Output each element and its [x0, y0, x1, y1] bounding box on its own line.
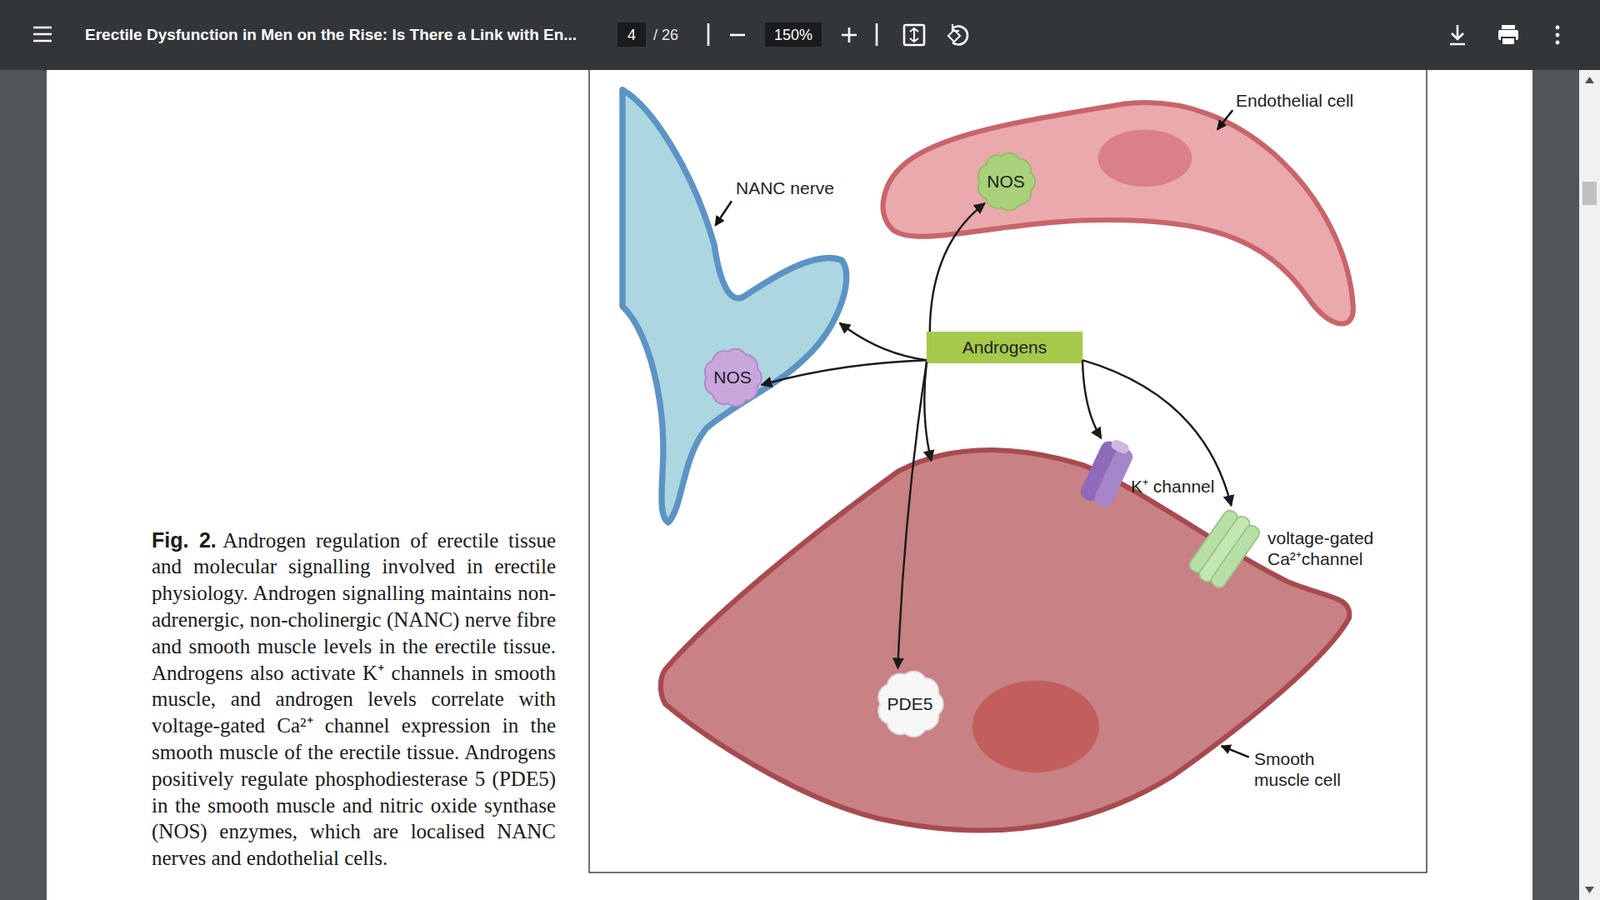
toolbar [0, 0, 1600, 70]
nos-enzyme: NOS [975, 150, 1037, 213]
page-number: 4 [617, 27, 646, 43]
part-label: Smooth muscle cell [1254, 748, 1353, 790]
page-box [617, 22, 646, 47]
node-label: PDE5 [887, 693, 934, 715]
page-count: / 26 [653, 27, 679, 43]
nerve-cell: NANC nerveNOS [612, 86, 855, 533]
part-label: K⁺ channel [1130, 475, 1215, 497]
arrow-connector [1082, 360, 1232, 506]
endothelial-cell: Endothelial cellNOS [875, 83, 1375, 332]
scroll-thumb [1582, 181, 1597, 205]
part-label: NANC nerve [735, 177, 835, 199]
figure-number: Fig. 2. [151, 528, 217, 552]
pdf-page [46, 70, 1533, 900]
arrow-connector [761, 360, 927, 385]
arrow-connector [840, 323, 927, 361]
figure-caption: Androgen regulation of erectile tissue a… [151, 529, 556, 870]
process-box: Androgens [926, 331, 1083, 364]
scrollbar [1579, 70, 1600, 900]
nos-enzyme: NOS [701, 346, 764, 409]
zoom-box [765, 22, 822, 47]
calcium-channel: voltage-gated Ca²⁺channel [1187, 504, 1396, 588]
endothelial-cell-shape [875, 83, 1375, 332]
toolbar-icons [33, 23, 1465, 46]
arrow-connector [924, 361, 931, 461]
arrow-connector [897, 361, 927, 669]
figure-caption-block: Fig. 2.Androgen regulation of erectile t… [151, 527, 556, 872]
zoom-level: 150% [765, 27, 822, 43]
pde5-enzyme: PDE5 [874, 668, 946, 740]
potassium-channel-shape [1075, 433, 1230, 517]
part-label: Endothelial cell [1235, 90, 1354, 111]
document-title: Erectile Dysfunction in Men on the Rise:… [85, 26, 577, 43]
arrow-connector [1082, 360, 1101, 439]
node-label: Androgens [962, 336, 1048, 358]
nerve-cell-shape [612, 86, 855, 533]
potassium-channel: K⁺ channel [1075, 433, 1230, 517]
part-label: voltage-gated Ca²⁺channel [1267, 527, 1395, 570]
figure-frame [589, 70, 1427, 873]
arrow-connector [930, 203, 985, 332]
node-label: NOS [713, 366, 752, 388]
print-icon [1498, 25, 1560, 45]
node-label: NOS [986, 170, 1025, 192]
smooth-muscle-cell: Smooth muscle cell K⁺ channel voltage-gate… [650, 433, 1400, 850]
